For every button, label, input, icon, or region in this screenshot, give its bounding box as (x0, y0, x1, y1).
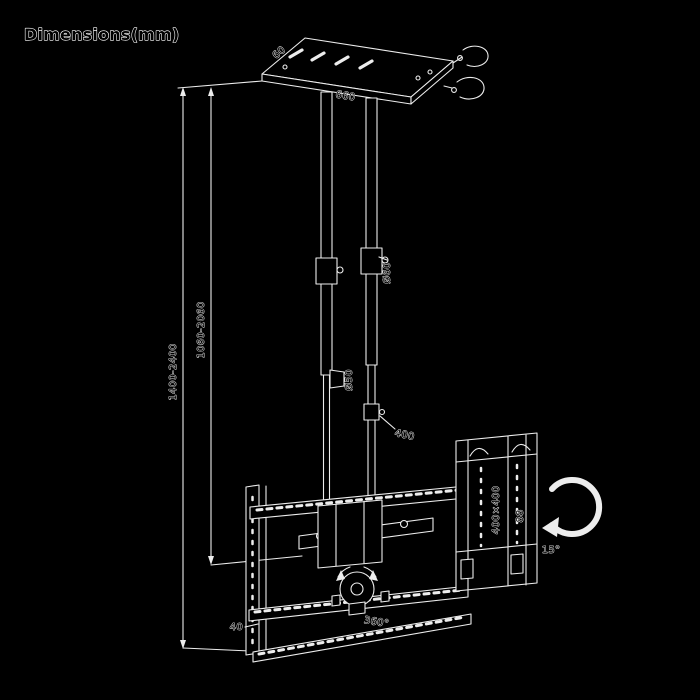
label-upper-pole-diameter: Ø60 (381, 262, 393, 284)
label-pole-height-range: 1060-2060 (196, 301, 207, 358)
left-pole (315, 91, 345, 541)
ceiling-anchor-detail (443, 45, 489, 100)
tilt-arrow-icon (542, 477, 603, 537)
label-rail-offset: 40 (230, 622, 243, 633)
tv-bracket-side-view (455, 432, 538, 592)
height-dimension-outer (177, 80, 263, 652)
label-lower-pole-diameter: Ø50 (343, 369, 355, 391)
label-swivel-range: 360° (363, 615, 390, 630)
right-pole (360, 97, 396, 516)
label-ceiling-plate-width: 660 (335, 90, 356, 104)
label-tilt-range: 15° (542, 545, 561, 556)
diagram-title: Dimensions(mm) (24, 25, 179, 44)
label-bracket-depth: 88 (515, 509, 526, 522)
label-overall-height-range: 1400-2400 (168, 343, 179, 400)
ceiling-plate (261, 37, 454, 105)
label-vesa-width: 400 (394, 428, 416, 443)
swivel-joint (331, 566, 390, 616)
label-vesa-pattern: 400×400 (491, 486, 502, 535)
bottom-bracket (244, 484, 472, 663)
